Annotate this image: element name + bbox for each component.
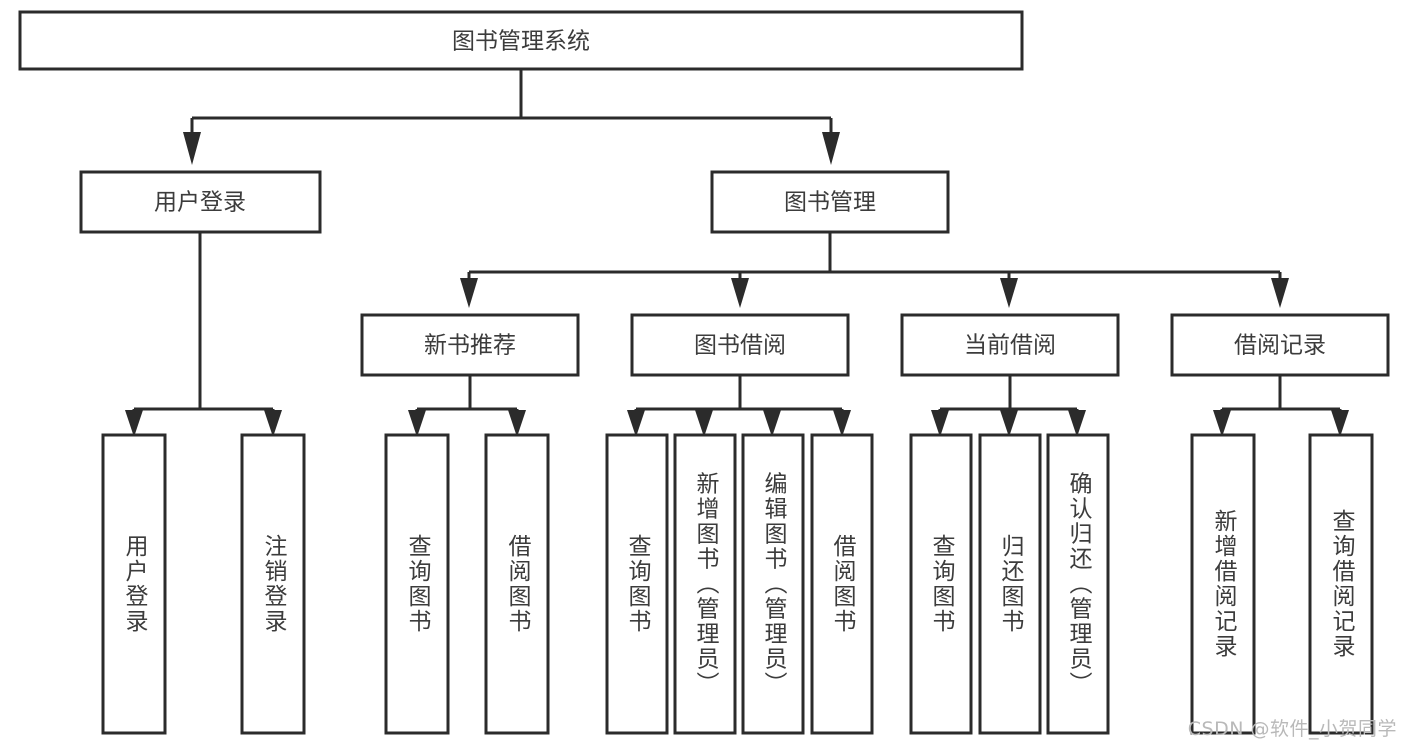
- arrow-to-book-manage: [822, 132, 840, 165]
- leaf-label: 新增借阅记录: [1210, 509, 1238, 659]
- leaf-label: 查询借阅记录: [1328, 509, 1356, 659]
- arrow-current-borrow-leaf-1: [931, 410, 949, 437]
- leaf-label: 新增图书（管理员）: [692, 472, 720, 697]
- node-book-borrow[interactable]: 图书借阅: [630, 313, 850, 377]
- node-user-login-label: 用户登录: [154, 190, 246, 216]
- arrow-new-book-leaf-2: [508, 410, 526, 437]
- leaf-current-borrow-2[interactable]: 归还图书: [978, 433, 1042, 735]
- leaf-label: 确认归还（管理员）: [1065, 472, 1093, 697]
- leaf-box: [909, 433, 973, 735]
- leaf-current-borrow-3[interactable]: 确认归还（管理员）: [1046, 433, 1110, 735]
- arrow-book-borrow-leaf-2: [695, 410, 713, 437]
- leaf-box: [1046, 433, 1110, 735]
- leaf-borrow-record-1[interactable]: 新增借阅记录: [1190, 433, 1256, 735]
- leaf-label: 编辑图书（管理员）: [760, 472, 788, 697]
- arrow-new-book-leaf-1: [408, 410, 426, 437]
- leaf-user-login-2[interactable]: 注销登录: [240, 433, 306, 735]
- node-book-manage-label: 图书管理: [784, 190, 876, 216]
- leaf-current-borrow-1[interactable]: 查询图书: [909, 433, 973, 735]
- leaf-user-login-1[interactable]: 用户登录: [101, 433, 167, 735]
- node-book-borrow-box: [630, 313, 850, 377]
- leaf-box: [384, 433, 450, 735]
- leaf-box: [1190, 433, 1256, 735]
- leaf-label: 查询图书: [624, 534, 652, 634]
- leaf-label: 注销登录: [260, 534, 288, 634]
- leaf-new-book-2[interactable]: 借阅图书: [484, 433, 550, 735]
- arrow-to-book-borrow: [731, 278, 749, 308]
- leaf-label: 查询图书: [404, 534, 432, 634]
- leaf-box: [484, 433, 550, 735]
- arrow-user-login-leaf-1: [125, 410, 143, 437]
- leaf-book-borrow-3[interactable]: 编辑图书（管理员）: [741, 433, 805, 735]
- node-borrow-record[interactable]: 借阅记录: [1170, 313, 1390, 377]
- leaf-label: 用户登录: [121, 534, 149, 634]
- arrow-current-borrow-leaf-3: [1068, 410, 1086, 437]
- node-root-label: 图书管理系统: [452, 29, 590, 55]
- leaf-label: 查询图书: [928, 534, 956, 634]
- node-new-book-box: [360, 313, 580, 377]
- arrow-book-borrow-leaf-3: [763, 410, 781, 437]
- leaf-box: [240, 433, 306, 735]
- node-book-borrow-label: 图书借阅: [694, 333, 786, 359]
- leaf-new-book-1[interactable]: 查询图书: [384, 433, 450, 735]
- node-new-book-recommend[interactable]: 新书推荐: [360, 313, 580, 377]
- leaf-label: 归还图书: [997, 534, 1025, 634]
- arrow-book-borrow-leaf-1: [627, 410, 645, 437]
- leaf-label: 借阅图书: [504, 534, 532, 634]
- leaf-book-borrow-1[interactable]: 查询图书: [605, 433, 669, 735]
- csdn-watermark: CSDN @软件_小贺同学: [1187, 718, 1397, 740]
- arrow-to-user-login: [183, 132, 201, 165]
- leaf-label: 借阅图书: [829, 534, 857, 634]
- leaf-box: [1308, 433, 1374, 735]
- arrow-to-borrow-record: [1271, 278, 1289, 308]
- leaf-box: [605, 433, 669, 735]
- leaf-box: [673, 433, 737, 735]
- leaf-box: [810, 433, 874, 735]
- node-borrow-record-label: 借阅记录: [1234, 333, 1326, 359]
- node-root-box: [18, 10, 1024, 71]
- node-borrow-record-box: [1170, 313, 1390, 377]
- leaf-box: [978, 433, 1042, 735]
- arrow-to-current-borrow: [1000, 278, 1018, 308]
- node-new-book-label: 新书推荐: [424, 333, 516, 359]
- leaf-borrow-record-2[interactable]: 查询借阅记录: [1308, 433, 1374, 735]
- node-current-borrow[interactable]: 当前借阅: [900, 313, 1120, 377]
- arrow-user-login-leaf-2: [264, 410, 282, 437]
- arrow-current-borrow-leaf-2: [1000, 410, 1018, 437]
- node-root-system[interactable]: 图书管理系统: [18, 10, 1024, 71]
- node-user-login[interactable]: 用户登录: [79, 170, 322, 234]
- leaf-box: [101, 433, 167, 735]
- node-book-manage[interactable]: 图书管理: [710, 170, 950, 234]
- arrow-to-new-book: [460, 278, 478, 308]
- leaf-box: [741, 433, 805, 735]
- node-current-borrow-box: [900, 313, 1120, 377]
- arrow-borrow-record-leaf-1: [1213, 410, 1231, 437]
- node-book-manage-box: [710, 170, 950, 234]
- node-current-borrow-label: 当前借阅: [964, 333, 1056, 359]
- leaf-book-borrow-2[interactable]: 新增图书（管理员）: [673, 433, 737, 735]
- leaf-book-borrow-4[interactable]: 借阅图书: [810, 433, 874, 735]
- arrow-book-borrow-leaf-4: [833, 410, 851, 437]
- arrow-borrow-record-leaf-2: [1331, 410, 1349, 437]
